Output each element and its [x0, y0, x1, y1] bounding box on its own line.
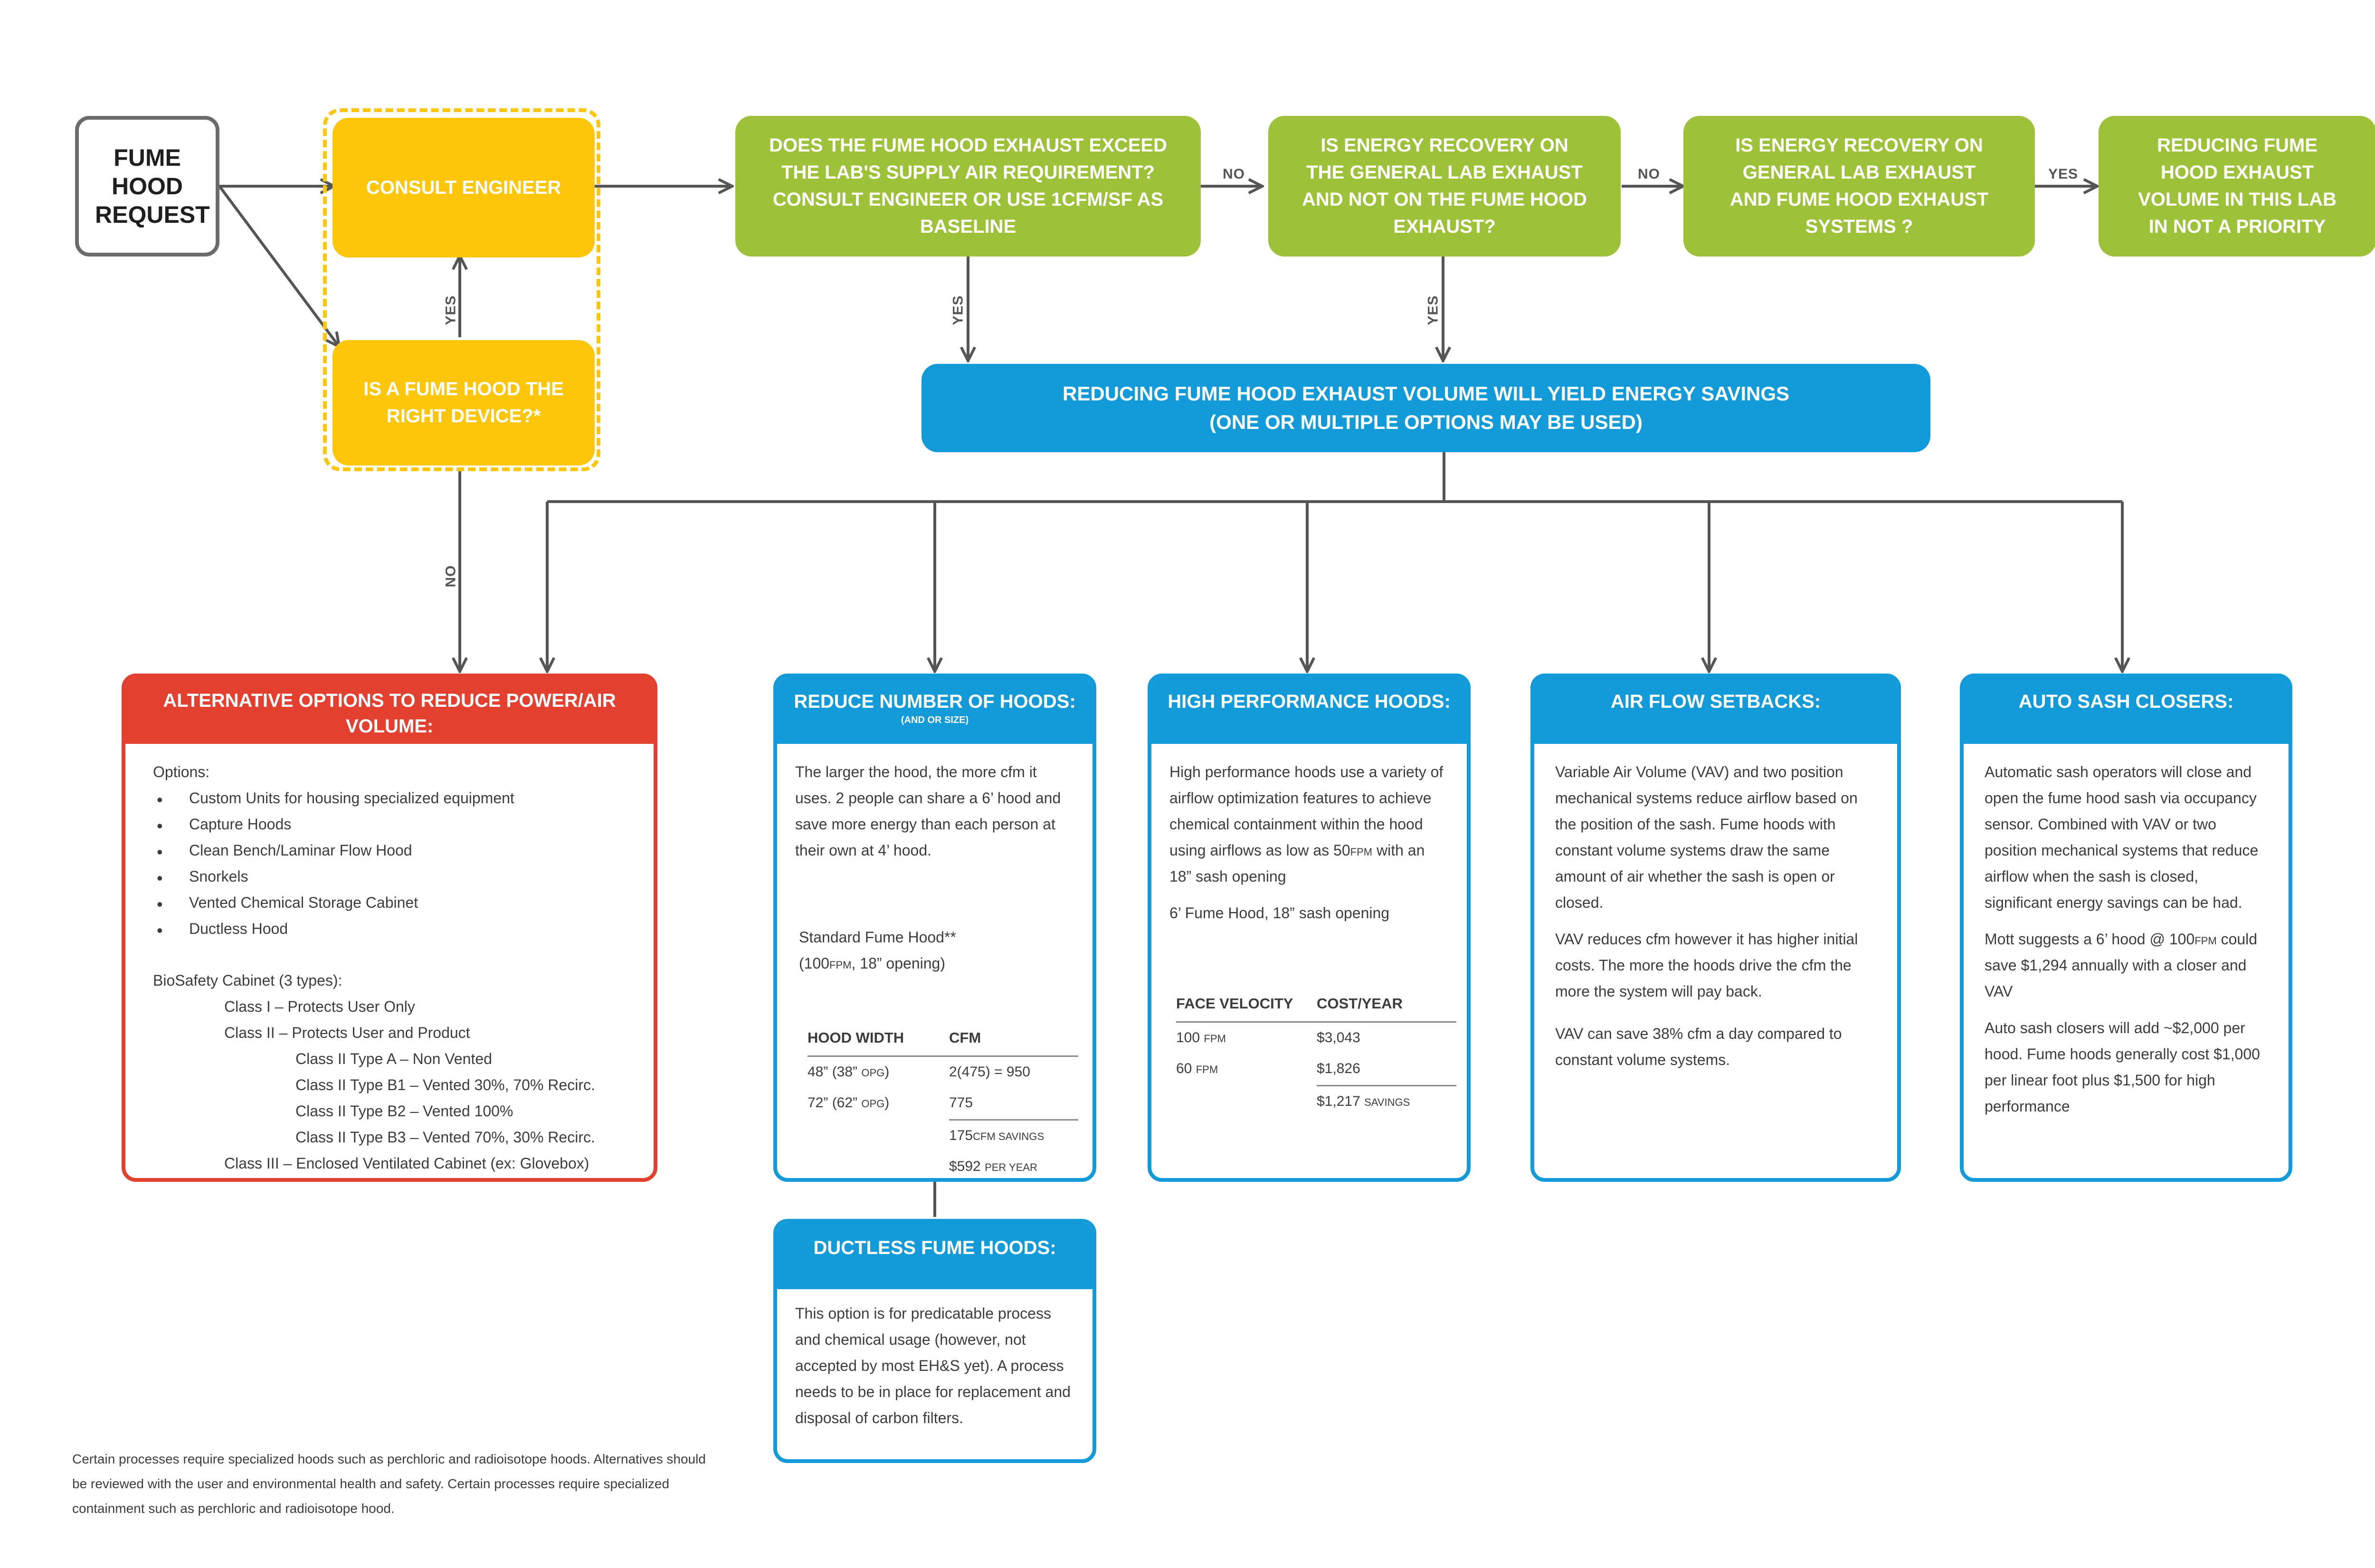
ductless-fume-hoods-card: DUCTLESS FUME HOODS: This option is for …	[773, 1219, 1096, 1463]
reduce-number-card: REDUCE NUMBER OF HOODS: (AND OR SIZE) Th…	[773, 674, 1096, 1182]
card-text: The larger the hood, the more cfm it use…	[795, 763, 1061, 859]
table-row: 100 FPM $3,043	[1176, 1029, 1360, 1045]
card-header: AIR FLOW SETBACKS:	[1534, 677, 1897, 744]
card-subtitle: (AND OR SIZE)	[901, 715, 969, 725]
card-text: Auto sash closers will add ~$2,000 per h…	[1985, 1019, 2260, 1115]
biosafety-label: BioSafety Cabinet (3 types):	[153, 972, 342, 989]
fume-hood-request-node: FUME HOOD REQUEST	[75, 116, 219, 257]
card-body: Automatic sash operators will close and …	[1964, 744, 2289, 1140]
face-velocity-table: FACE VELOCITY COST/YEAR 100 FPM $3,043 6…	[1176, 988, 1456, 1118]
standard-hood-detail: (100FPM, 18” opening)	[799, 955, 945, 972]
column-header: FACE VELOCITY	[1176, 988, 1317, 1023]
card-body: Options: Custom Units for housing specia…	[125, 744, 654, 1178]
card-title: HIGH PERFORMANCE HOODS:	[1168, 691, 1451, 712]
list-item: Snorkels	[153, 864, 635, 893]
column-header: HOOD WIDTH	[808, 1022, 949, 1057]
column-header: COST/YEAR	[1317, 988, 1456, 1023]
list-item: Clean Bench/Laminar Flow Hood	[153, 837, 635, 867]
table-row: $592 PER YEAR	[949, 1159, 1037, 1175]
card-header: ALTERNATIVE OPTIONS TO REDUCE POWER/AIR …	[125, 677, 654, 744]
not-priority-node: REDUCING FUME HOOD EXHAUST VOLUME IN THI…	[2099, 116, 2375, 257]
list-item: Capture Hoods	[153, 811, 635, 841]
list-item: Ductless Hood	[153, 916, 635, 945]
edge-label-no-device: NO	[443, 565, 459, 588]
card-body: High performance hoods use a variety of …	[1151, 744, 1467, 1127]
list-item: Class III – Enclosed Ventilated Cabinet …	[224, 1155, 589, 1172]
edge-label-yes-both: YES	[2048, 166, 2079, 182]
card-body: The larger the hood, the more cfm it use…	[777, 744, 1092, 1178]
edge-label-no-recovery: NO	[1638, 166, 1660, 182]
table-row: $1,217 SAVINGS	[1176, 1084, 1456, 1118]
list-item: Class II Type B3 – Vented 70%, 30% Recir…	[295, 1129, 595, 1146]
edge-label-no-exceed: NO	[1223, 166, 1245, 182]
energy-recovery-both-node: IS ENERGY RECOVERY ON GENERAL LAB EXHAUS…	[1683, 116, 2035, 257]
card-title: REDUCE NUMBER OF HOODS:	[794, 691, 1076, 712]
right-device-node: IS A FUME HOOD THE RIGHT DEVICE?*	[332, 340, 595, 466]
arrow-start-to-right-device	[218, 185, 338, 345]
list-item: Custom Units for housing specialized equ…	[153, 785, 635, 815]
exceed-supply-node: DOES THE FUME HOOD EXHAUST EXCEED THE LA…	[735, 116, 1201, 257]
card-text: Automatic sash operators will close and …	[1985, 763, 2259, 912]
alternative-options-card: ALTERNATIVE OPTIONS TO REDUCE POWER/AIR …	[122, 674, 657, 1182]
high-performance-card: HIGH PERFORMANCE HOODS: High performance…	[1148, 674, 1471, 1182]
card-text: VAV reduces cfm however it has higher in…	[1555, 931, 1858, 1000]
table-row: 48” (38” OPG) 2(475) = 950	[808, 1064, 1030, 1080]
card-header: HIGH PERFORMANCE HOODS:	[1151, 677, 1467, 744]
card-header: AUTO SASH CLOSERS:	[1964, 677, 2289, 744]
consult-group-outline	[323, 108, 600, 471]
list-item: Class II Type A – Non Vented	[295, 1050, 492, 1068]
card-header: DUCTLESS FUME HOODS:	[777, 1223, 1092, 1289]
list-item: Vented Chemical Storage Cabinet	[153, 890, 635, 919]
edge-label-yes-exceed: YES	[950, 295, 966, 325]
list-item: Class II – Protects User and Product	[224, 1024, 470, 1042]
card-text: VAV can save 38% cfm a day compared to c…	[1555, 1025, 1842, 1069]
card-title: ALTERNATIVE OPTIONS TO REDUCE POWER/AIR …	[163, 690, 616, 737]
example-label: 6’ Fume Hood, 18” sash opening	[1169, 904, 1390, 922]
card-text: This option is for predicatable process …	[795, 1305, 1071, 1427]
card-title: AIR FLOW SETBACKS:	[1610, 691, 1821, 712]
card-title: AUTO SASH CLOSERS:	[2018, 691, 2234, 712]
auto-sash-closers-card: AUTO SASH CLOSERS: Automatic sash operat…	[1960, 674, 2292, 1182]
card-header: REDUCE NUMBER OF HOODS: (AND OR SIZE)	[777, 677, 1092, 744]
edge-label-yes-recovery: YES	[1425, 295, 1441, 325]
card-text: Mott suggests a 6’ hood @ 100FPM could s…	[1985, 931, 2258, 1000]
list-item: Class II Type B1 – Vented 30%, 70% Recir…	[295, 1076, 595, 1094]
card-text: High performance hoods use a variety of …	[1169, 763, 1444, 885]
energy-savings-node: REDUCING FUME HOOD EXHAUST VOLUME WILL Y…	[922, 364, 1930, 452]
footnote: Certain processes require specialized ho…	[72, 1452, 706, 1516]
card-body: Variable Air Volume (VAV) and two positi…	[1534, 744, 1897, 1093]
table-row: 175CFM SAVINGS	[808, 1119, 1078, 1152]
card-title: DUCTLESS FUME HOODS:	[813, 1237, 1056, 1258]
list-item: Class II Type B2 – Vented 100%	[295, 1102, 513, 1120]
energy-recovery-general-node: IS ENERGY RECOVERY ON THE GENERAL LAB EX…	[1268, 116, 1621, 257]
standard-hood-label: Standard Fume Hood**	[799, 929, 956, 946]
card-text: Variable Air Volume (VAV) and two positi…	[1555, 763, 1858, 912]
options-label: Options:	[153, 763, 210, 780]
table-row: 72” (62” OPG) 775	[808, 1095, 973, 1111]
consult-engineer-node: CONSULT ENGINEER	[332, 118, 595, 257]
hood-width-table: HOOD WIDTH CFM 48” (38” OPG) 2(475) = 95…	[808, 1022, 1078, 1178]
table-row: 60 FPM $1,826	[1176, 1061, 1360, 1077]
air-flow-setbacks-card: AIR FLOW SETBACKS: Variable Air Volume (…	[1530, 674, 1901, 1182]
card-body: This option is for predicatable process …	[777, 1289, 1092, 1451]
column-header: CFM	[949, 1022, 1078, 1057]
list-item: Class I – Protects User Only	[224, 998, 415, 1016]
